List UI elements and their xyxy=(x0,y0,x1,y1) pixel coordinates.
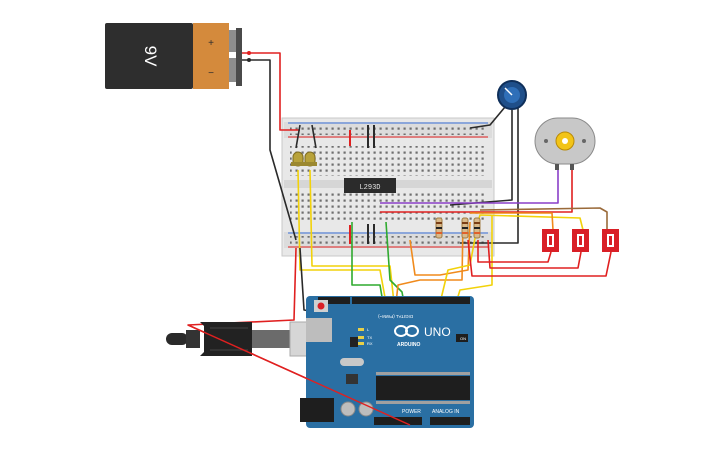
power-label: POWER xyxy=(402,409,421,415)
dc-power-plug[interactable] xyxy=(166,322,252,356)
digital-label: DIGITAL (PWM~) xyxy=(378,314,413,319)
wire-red-motor xyxy=(380,168,573,213)
l293d-chip[interactable]: L293D xyxy=(344,178,396,193)
wire-brown-btn xyxy=(479,207,608,230)
pushbutton-2[interactable] xyxy=(572,229,589,252)
arduino-logo-icon xyxy=(394,325,419,337)
on-label: ON xyxy=(460,336,466,341)
wire-orange-btn xyxy=(470,212,554,231)
wire-red-btn-3 xyxy=(467,239,612,277)
atmega-chip xyxy=(376,376,470,400)
wire-red-vin-over xyxy=(187,324,411,426)
wire-red-battery xyxy=(242,52,300,131)
pushbutton-1[interactable] xyxy=(542,229,559,252)
arduino-model-label: UNO xyxy=(424,325,451,339)
battery-plus-label: + xyxy=(208,38,214,49)
resistor-1[interactable] xyxy=(435,217,443,239)
wire-yellow-led-2 xyxy=(309,169,395,304)
terminal-strip-bottom xyxy=(290,192,486,222)
analog-in-label: ANALOG IN xyxy=(432,409,460,415)
wire-yellow-led-1 xyxy=(297,169,387,304)
pushbutton-3[interactable] xyxy=(602,229,619,252)
dc-motor[interactable] xyxy=(534,117,596,170)
tx-label: TX xyxy=(367,335,372,340)
wire-orange-1 xyxy=(409,221,471,276)
wire-black-battery xyxy=(242,59,297,241)
arduino-brand-label: ARDUINO xyxy=(397,342,420,348)
wire-red-btn-1 xyxy=(477,240,552,263)
battery-voltage-label: 9V xyxy=(141,46,160,67)
wire-green-1 xyxy=(351,222,384,304)
barrel-jack[interactable] xyxy=(300,398,334,422)
led-1[interactable] xyxy=(291,151,305,167)
power-header[interactable] xyxy=(374,417,422,425)
wire-black-pot-3 xyxy=(460,108,519,244)
l-label: L xyxy=(367,327,370,332)
chip-label: L293D xyxy=(359,184,380,192)
battery-minus-label: − xyxy=(208,68,214,79)
arduino-uno[interactable]: UNO ARDUINO DIGITAL (PWM~) POWER ANALOG … xyxy=(300,296,474,428)
wire-black-jumper-a xyxy=(295,124,301,149)
battery-9v[interactable]: 9V + − xyxy=(105,23,251,89)
wire-black-pot-1 xyxy=(469,106,506,129)
resistor-3[interactable] xyxy=(473,217,481,239)
terminal-strip-top xyxy=(290,146,486,176)
breadboard[interactable] xyxy=(281,117,495,257)
wire-black-jumper-b xyxy=(311,124,317,149)
rx-label: RX xyxy=(367,341,373,346)
analog-header[interactable] xyxy=(430,417,470,425)
led-2[interactable] xyxy=(303,151,317,167)
resistor-2[interactable] xyxy=(461,217,469,239)
digital-header[interactable] xyxy=(352,297,470,304)
potentiometer[interactable] xyxy=(497,80,527,110)
wire-red-btn-2 xyxy=(487,239,582,269)
wire-orange-2 xyxy=(395,221,464,304)
wire-purple-motor xyxy=(380,168,559,204)
